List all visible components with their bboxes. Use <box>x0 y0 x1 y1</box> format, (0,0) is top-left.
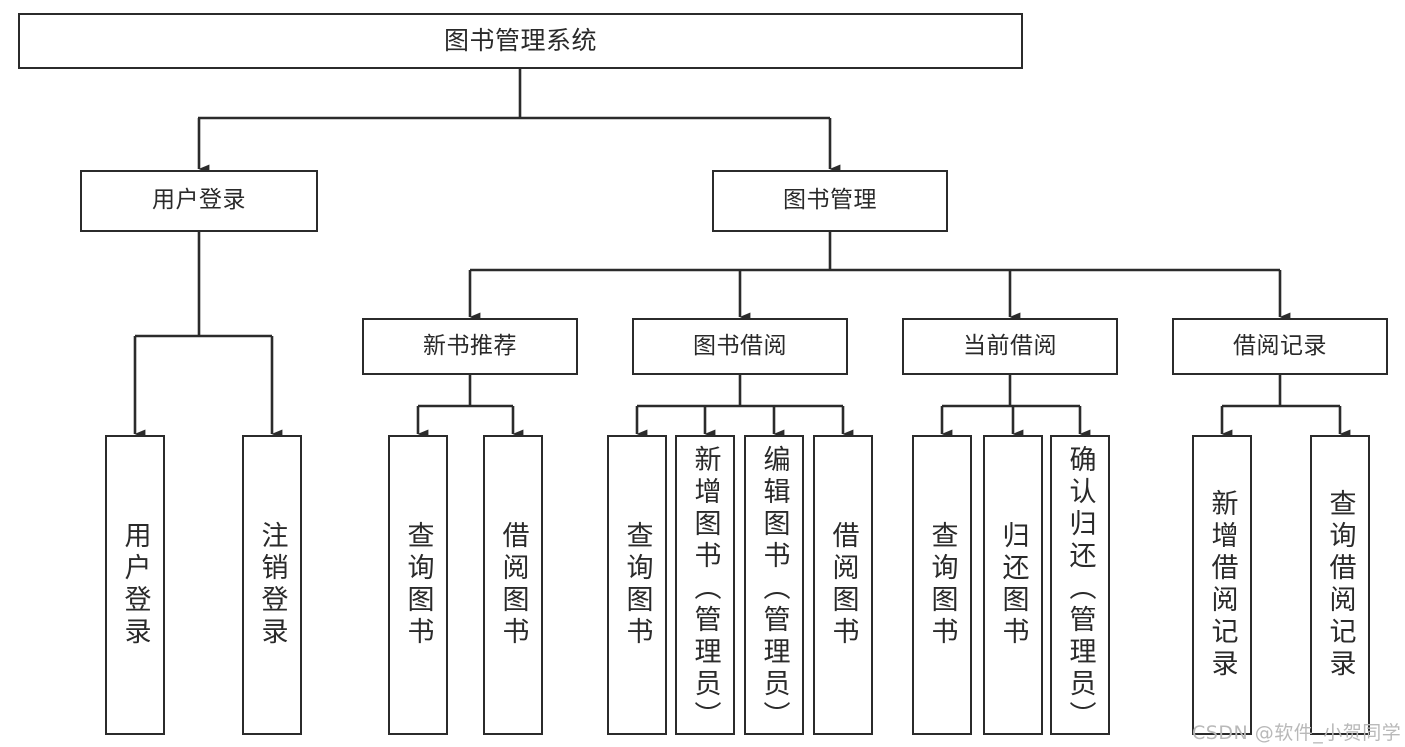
node-current-borrow[interactable]: 当前借阅 <box>902 318 1118 375</box>
node-label: 图书借阅 <box>693 332 787 359</box>
node-label: 查询图书 <box>926 521 958 649</box>
node-label: 编辑图书（管理员） <box>758 445 790 733</box>
node-label: 查询图书 <box>621 521 653 649</box>
node-root[interactable]: 图书管理系统 <box>18 13 1023 69</box>
node-label: 借阅记录 <box>1233 332 1327 359</box>
node-leaf-bb-borrow[interactable]: 借阅图书 <box>813 435 873 735</box>
node-borrow-record[interactable]: 借阅记录 <box>1172 318 1388 375</box>
node-label: 注销登录 <box>256 521 288 649</box>
node-label: 新增图书（管理员） <box>689 445 721 733</box>
node-book-borrow[interactable]: 图书借阅 <box>632 318 848 375</box>
node-leaf-cb-query[interactable]: 查询图书 <box>912 435 972 735</box>
connector-lines <box>133 69 1351 439</box>
node-label: 借阅图书 <box>497 521 529 649</box>
node-leaf-user-login[interactable]: 用户登录 <box>105 435 165 735</box>
node-label: 查询借阅记录 <box>1324 489 1356 681</box>
node-book-manage[interactable]: 图书管理 <box>712 170 948 232</box>
node-leaf-bb-add[interactable]: 新增图书（管理员） <box>675 435 735 735</box>
node-leaf-cb-confirm[interactable]: 确认归还（管理员） <box>1050 435 1110 735</box>
node-leaf-cb-return[interactable]: 归还图书 <box>983 435 1043 735</box>
node-leaf-user-logout[interactable]: 注销登录 <box>242 435 302 735</box>
node-label: 新增借阅记录 <box>1206 489 1238 681</box>
node-leaf-rec-borrow[interactable]: 借阅图书 <box>483 435 543 735</box>
node-label: 确认归还（管理员） <box>1064 445 1096 733</box>
node-label: 用户登录 <box>119 521 151 649</box>
node-leaf-br-query[interactable]: 查询借阅记录 <box>1310 435 1370 735</box>
node-leaf-rec-query[interactable]: 查询图书 <box>388 435 448 735</box>
node-label: 归还图书 <box>997 521 1029 649</box>
node-leaf-bb-edit[interactable]: 编辑图书（管理员） <box>744 435 804 735</box>
node-label: 图书管理系统 <box>443 26 597 56</box>
node-label: 图书管理 <box>783 187 877 214</box>
node-user-login[interactable]: 用户登录 <box>80 170 318 232</box>
node-label: 新书推荐 <box>423 332 517 359</box>
node-label: 借阅图书 <box>827 521 859 649</box>
node-label: 查询图书 <box>402 521 434 649</box>
node-leaf-br-add[interactable]: 新增借阅记录 <box>1192 435 1252 735</box>
csdn-watermark: CSDN @软件_小贺同学 <box>1192 722 1402 744</box>
node-label: 用户登录 <box>152 187 246 214</box>
node-label: 当前借阅 <box>963 332 1057 359</box>
node-new-book-rec[interactable]: 新书推荐 <box>362 318 578 375</box>
node-leaf-bb-query[interactable]: 查询图书 <box>607 435 667 735</box>
